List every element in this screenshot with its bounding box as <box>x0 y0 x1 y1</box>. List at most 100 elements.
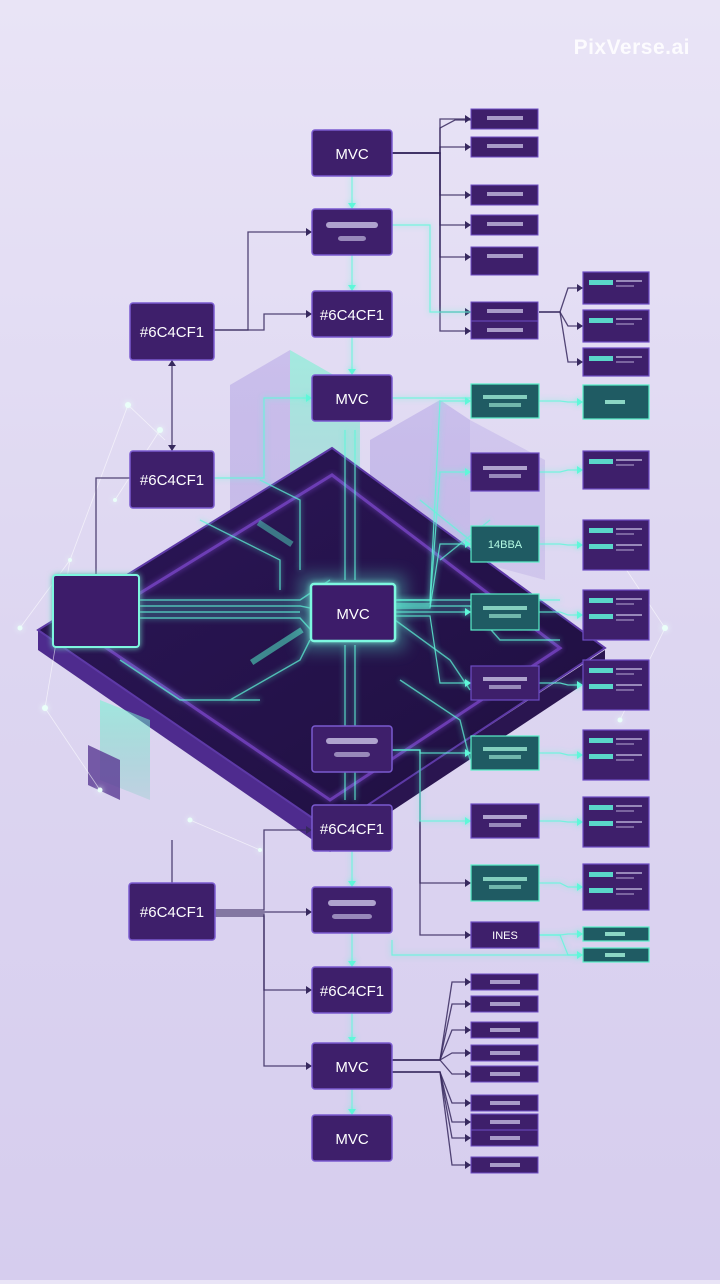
service-tag-node[interactable] <box>470 1113 539 1131</box>
connector-line <box>392 1003 471 1061</box>
color-node-left-mid[interactable]: #6C4CF1 <box>129 450 215 509</box>
node-label: #6C4CF1 <box>320 821 384 838</box>
arrow-head <box>348 1109 356 1115</box>
service-tag-node[interactable] <box>470 1094 539 1112</box>
status-chip[interactable] <box>582 926 650 942</box>
dashboard-panel[interactable] <box>582 271 650 305</box>
service-tag-node[interactable] <box>470 301 539 323</box>
panel-line <box>616 598 642 600</box>
panel-line <box>616 684 642 686</box>
panel-line <box>616 872 642 874</box>
arrow-head <box>465 1026 471 1034</box>
panel-bar <box>589 356 613 361</box>
service-tag-node[interactable] <box>470 995 539 1013</box>
connector-line <box>392 118 471 154</box>
dashboard-panel[interactable] <box>582 729 650 781</box>
blank-node-left[interactable] <box>52 574 140 648</box>
service-node[interactable] <box>311 208 393 256</box>
color-node-2[interactable]: #6C4CF1 <box>311 804 393 852</box>
arrow-head <box>465 1118 471 1126</box>
label-text-placeholder <box>490 1002 520 1006</box>
label-text-placeholder <box>490 1051 520 1055</box>
glowing-connector-lines <box>214 176 583 1115</box>
color-node-3[interactable]: #6C4CF1 <box>311 966 393 1014</box>
label-text-placeholder <box>489 885 521 889</box>
node-label: #6C4CF1 <box>140 324 204 341</box>
right-node[interactable] <box>470 383 540 419</box>
right-column: 14BBA INES <box>470 108 540 1174</box>
dashboard-panel[interactable] <box>582 659 650 711</box>
right-node[interactable] <box>470 665 540 701</box>
dashboard-panel[interactable] <box>582 450 650 490</box>
mvc-node-top[interactable]: MVC <box>311 129 393 177</box>
right-node[interactable]: INES <box>470 921 540 949</box>
arrow-head <box>577 611 583 619</box>
panel-line <box>616 743 634 745</box>
connector-line <box>539 469 583 473</box>
right-node[interactable] <box>470 452 540 492</box>
service-tag-node[interactable] <box>470 108 539 130</box>
dashboard-panel[interactable] <box>582 347 650 377</box>
label-text-placeholder <box>334 752 370 757</box>
service-tag-node[interactable] <box>470 1021 539 1039</box>
label-text-placeholder <box>487 309 523 313</box>
dashboard-panel[interactable] <box>582 519 650 571</box>
right-node[interactable] <box>470 735 540 771</box>
label-text-placeholder <box>490 1136 520 1140</box>
label-text-placeholder <box>489 823 521 827</box>
label-text-placeholder <box>326 222 378 228</box>
node-label: #6C4CF1 <box>320 983 384 1000</box>
service-tag-node[interactable] <box>470 214 539 236</box>
board-edge-left <box>38 630 330 852</box>
service-tag-node[interactable] <box>470 136 539 158</box>
color-node-1[interactable]: #6C4CF1 <box>311 290 393 338</box>
right-node[interactable] <box>470 593 540 631</box>
panel-line <box>616 821 642 823</box>
service-node-2[interactable] <box>311 725 393 773</box>
panel-bar <box>589 280 613 285</box>
right-node[interactable] <box>470 864 540 902</box>
arrow-head <box>168 360 176 366</box>
connector-line <box>214 397 312 479</box>
panel-line <box>616 754 642 756</box>
service-tag-node[interactable] <box>470 1044 539 1062</box>
panel-line <box>616 323 634 325</box>
connector-line <box>392 1071 471 1139</box>
service-tag-node[interactable] <box>470 184 539 206</box>
service-tag-node[interactable] <box>470 1129 539 1147</box>
service-tag-node[interactable] <box>470 1065 539 1083</box>
service-tag-node[interactable] <box>470 973 539 991</box>
dashboard-panel[interactable] <box>582 796 650 848</box>
dashboard-panel[interactable] <box>582 863 650 911</box>
status-chip[interactable] <box>582 947 650 963</box>
panel-bar <box>589 668 613 673</box>
arrow-head <box>577 358 583 366</box>
arrow-head <box>306 908 312 916</box>
right-node[interactable]: 14BBA <box>470 525 540 563</box>
board-accent-bar <box>249 627 304 666</box>
color-node-left-bottom[interactable]: #6C4CF1 <box>128 882 216 941</box>
arrow-head <box>465 879 471 887</box>
arrow-head <box>465 115 471 123</box>
mvc-node-bottom[interactable]: MVC <box>311 1114 393 1162</box>
panel-line <box>616 619 634 621</box>
color-node-left-top[interactable]: #6C4CF1 <box>129 302 215 361</box>
mvc-node-low[interactable]: MVC <box>311 1042 393 1090</box>
arrow-head <box>465 143 471 151</box>
label-text-placeholder <box>326 738 378 744</box>
label-text-placeholder <box>487 144 523 148</box>
service-tag-node[interactable] <box>470 1156 539 1174</box>
service-node-3[interactable] <box>311 886 393 934</box>
arrow-head <box>306 310 312 318</box>
right-node[interactable] <box>470 803 540 839</box>
dashboard-panel[interactable] <box>582 589 650 641</box>
dashboard-panel[interactable] <box>582 309 650 343</box>
connector-line <box>392 1071 471 1166</box>
service-tag-node[interactable] <box>470 246 539 276</box>
mvc-node-2[interactable]: MVC <box>311 374 393 422</box>
service-tag-node[interactable] <box>470 320 539 340</box>
status-chip[interactable] <box>582 384 650 420</box>
label-text-placeholder <box>483 747 527 751</box>
connector-line <box>539 934 583 956</box>
mvc-chip-center[interactable]: MVC <box>309 582 397 643</box>
